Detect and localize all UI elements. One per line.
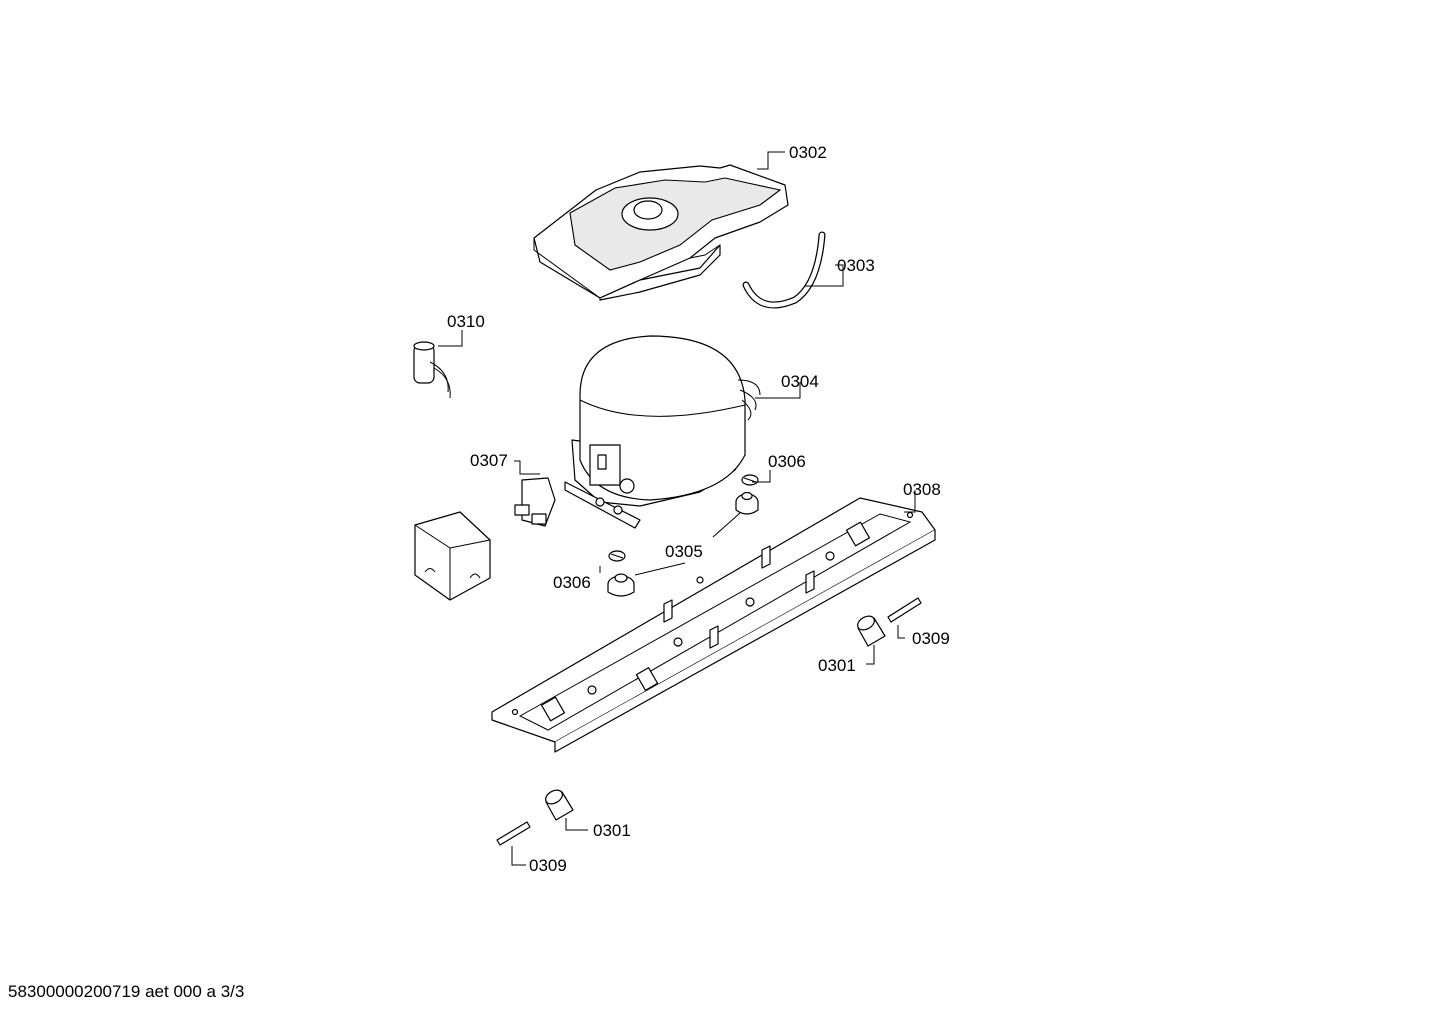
document-footer-id: 58300000200719 aet 000 a 3/3 — [8, 982, 245, 1001]
label-0310: 0310 — [447, 312, 485, 331]
capacitor-part — [413, 341, 451, 399]
label-0302: 0302 — [789, 143, 827, 162]
drain-hose-part — [742, 231, 826, 309]
label-0309-lower: 0309 — [529, 856, 567, 875]
label-0306-upper: 0306 — [768, 452, 806, 471]
sleeve-part — [545, 615, 886, 821]
label-0307: 0307 — [470, 451, 508, 470]
label-0303: 0303 — [837, 256, 875, 275]
base-rail-part — [491, 497, 936, 753]
relay-part — [514, 477, 556, 527]
pin-part — [496, 597, 922, 846]
label-0309-upper: 0309 — [912, 629, 950, 648]
label-0301-upper: 0301 — [818, 656, 856, 675]
part-labels: 0302 0303 0310 0304 0307 0306 0308 0305 … — [447, 143, 950, 875]
label-0305: 0305 — [665, 542, 703, 561]
compressor-part — [564, 335, 761, 529]
leader-lines — [438, 151, 916, 866]
label-0304: 0304 — [781, 372, 819, 391]
grommet-part — [607, 491, 759, 597]
label-0306-lower: 0306 — [553, 573, 591, 592]
label-0301-lower: 0301 — [593, 821, 631, 840]
drip-tray-part — [533, 164, 789, 301]
label-0308: 0308 — [903, 480, 941, 499]
relay-cover-part — [414, 511, 491, 601]
